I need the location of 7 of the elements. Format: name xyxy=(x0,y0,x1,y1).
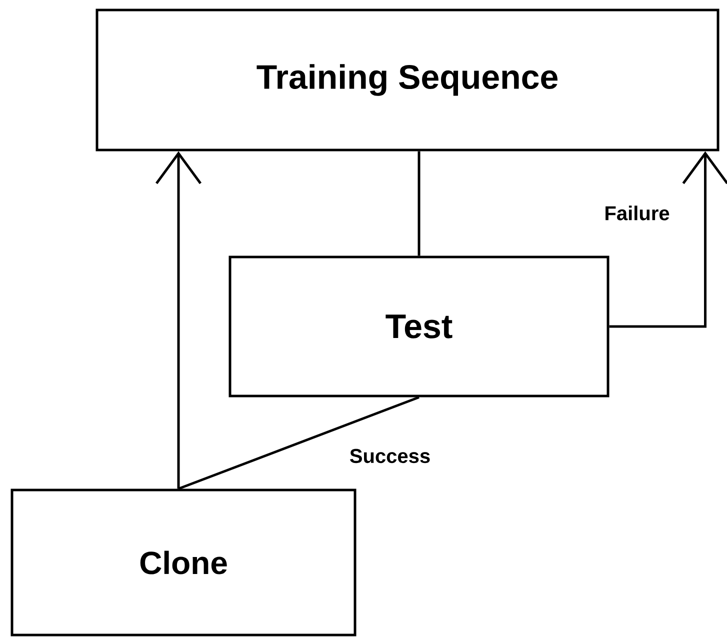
process-box: Test xyxy=(228,256,610,398)
arrow xyxy=(156,151,202,489)
edge-label: Success xyxy=(348,448,432,464)
edge-label: Failure xyxy=(603,204,671,222)
process-box: Clone xyxy=(10,488,356,636)
arrow xyxy=(609,151,727,328)
process-box: Training Sequence xyxy=(96,8,720,152)
